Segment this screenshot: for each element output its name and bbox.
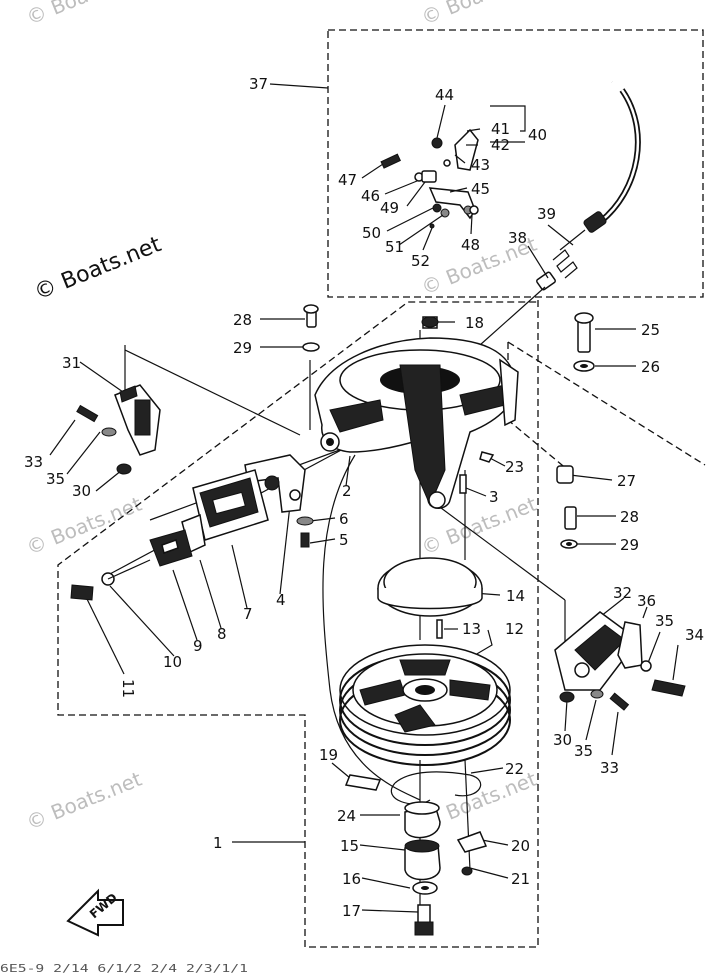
callout: 30: [553, 731, 572, 749]
handle-assembly: [70, 454, 314, 601]
callout: 48: [461, 236, 480, 254]
callout: 3: [489, 488, 499, 506]
callout: 19: [319, 746, 338, 764]
small-parts: [302, 304, 595, 549]
callout: 43: [471, 156, 490, 174]
callout: 32: [613, 584, 632, 602]
callout: 18: [465, 314, 484, 332]
callout: 29: [233, 339, 252, 357]
callout: 5: [339, 531, 349, 549]
callout: 9: [193, 637, 203, 655]
callout: 22: [505, 760, 524, 778]
callout: 16: [342, 870, 361, 888]
callout: 46: [361, 187, 380, 205]
watermark: © Boats.net: [23, 767, 145, 835]
callout: 26: [641, 358, 660, 376]
callout: 44: [435, 86, 454, 104]
callout: 38: [508, 229, 527, 247]
callout: 10: [163, 653, 182, 671]
spring-and-reel: [339, 557, 511, 766]
cable-assembly: [380, 46, 641, 346]
callout: 15: [340, 837, 359, 855]
callout: 35: [46, 470, 65, 488]
callout: 49: [380, 199, 399, 217]
callout: 12: [505, 620, 524, 638]
bracket-32: [554, 611, 686, 711]
spring: [552, 249, 578, 279]
callout: 4: [276, 591, 286, 609]
callout: 1: [213, 834, 223, 852]
callout: 14: [506, 587, 525, 605]
watermark-dark: © Boats.net: [31, 232, 165, 306]
callout: 47: [338, 171, 357, 189]
callout: 51: [385, 238, 404, 256]
callout: 33: [24, 453, 43, 471]
callout: 42: [491, 136, 510, 154]
callout: 2: [342, 482, 352, 500]
callout: 23: [505, 458, 524, 476]
callout: 21: [511, 870, 530, 888]
callout: 17: [342, 902, 361, 920]
callout: 34: [685, 626, 704, 644]
callout: 35: [655, 612, 674, 630]
callout: 33: [600, 759, 619, 777]
callout: 31: [62, 354, 81, 372]
lower-parts: [344, 771, 488, 936]
callout: 11: [119, 679, 137, 698]
callout: 6: [339, 510, 349, 528]
footer-code: 6E5-9 2/14 6/1/2 2/4 2/3/1/1: [0, 962, 248, 974]
callout: 52: [411, 252, 430, 270]
group-boundaries: [57, 29, 706, 948]
callout: 41: [491, 120, 510, 138]
callout: 7: [243, 605, 253, 623]
callout: 30: [72, 482, 91, 500]
callout: 45: [471, 180, 490, 198]
leader-lines: [49, 83, 679, 913]
callouts: 37 44 41 40 42 43 47 46 49 45 50 51 48 5…: [24, 75, 704, 920]
fwd-arrow: FWD: [66, 888, 124, 937]
callout: 28: [620, 508, 639, 526]
callout: 39: [537, 205, 556, 223]
callout: 13: [462, 620, 481, 638]
starter-housing: [314, 337, 519, 509]
callout: 27: [617, 472, 636, 490]
watermark: © Boats.net: [418, 0, 540, 30]
callout: 28: [233, 311, 252, 329]
watermark: © Boats.net: [23, 0, 145, 30]
callout: 24: [337, 807, 356, 825]
callout: 35: [574, 742, 593, 760]
callout: 37: [249, 75, 268, 93]
callout: 36: [637, 592, 656, 610]
callout: 8: [217, 625, 227, 643]
watermark: © Boats.net: [23, 492, 145, 560]
callout: 20: [511, 837, 530, 855]
bracket-31: [76, 345, 161, 475]
callout: 50: [362, 224, 381, 242]
callout: 40: [528, 126, 547, 144]
callout: 29: [620, 536, 639, 554]
callout: 25: [641, 321, 660, 339]
